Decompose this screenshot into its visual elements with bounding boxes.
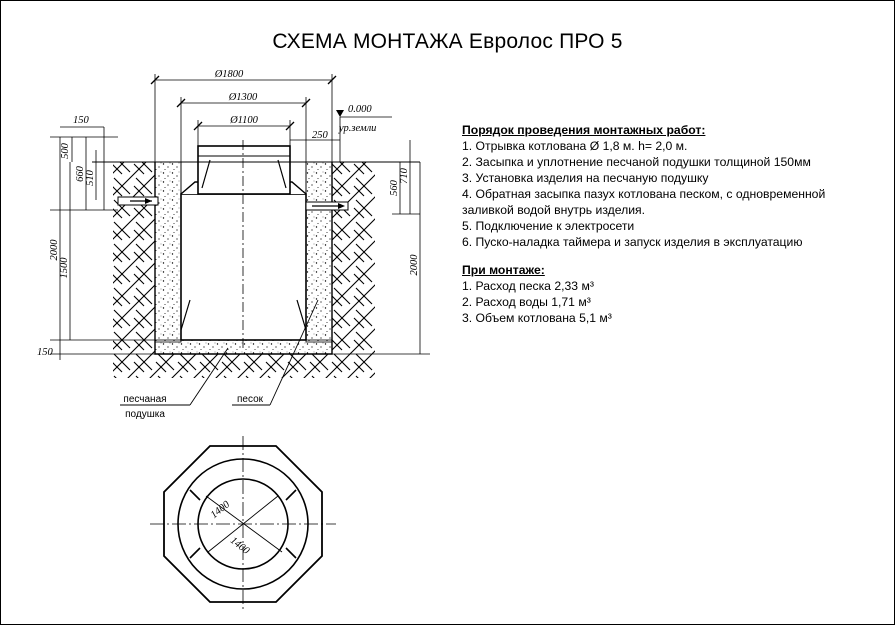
dim-1400-b: 1400	[228, 535, 252, 557]
dim-500: 500	[60, 142, 71, 159]
dim-d1100: Ø1100	[229, 115, 259, 126]
inlet-pipe	[117, 196, 159, 206]
mounting-notes: При монтаже: 1. Расход песка 2,33 м³ 2. …	[462, 262, 612, 326]
step-item: заливкой водой внутрь изделия.	[462, 203, 646, 217]
label-leaders	[120, 299, 319, 406]
dim-510: 510	[85, 169, 96, 186]
dim-660: 660	[75, 165, 86, 182]
label-sand-cushion-2: подушка	[125, 409, 165, 420]
dim-150-bottom: 150	[37, 347, 54, 358]
dim-560: 560	[389, 179, 400, 196]
tick-marks	[150, 75, 337, 131]
level-mark	[336, 110, 344, 117]
step-item: 1. Отрывка котлована Ø 1,8 м. h= 2,0 м.	[462, 139, 688, 153]
outlet-pipe	[305, 201, 349, 211]
dim-2000-left: 2000	[49, 239, 60, 261]
dim-1400-a: 1400	[209, 499, 233, 521]
dim-d1800: Ø1800	[214, 69, 244, 80]
steps-heading: Порядок проведения монтажных работ:	[462, 123, 706, 137]
dim-1500: 1500	[59, 257, 70, 279]
installation-steps: Порядок проведения монтажных работ: 1. О…	[462, 122, 825, 250]
dim-250: 250	[312, 130, 329, 141]
step-item: 3. Установка изделия на песчаную подушку	[462, 171, 709, 185]
dim-ground-level: ур.земли	[338, 123, 376, 134]
mount-heading: При монтаже:	[462, 263, 545, 277]
mount-item: 3. Объем котлована 5,1 м³	[462, 311, 612, 325]
dim-710: 710	[399, 167, 410, 184]
plan-view	[150, 436, 336, 612]
dim-level-zero: 0.000	[348, 104, 372, 115]
left-dimensions	[50, 136, 155, 360]
drawing-title: СХЕМА МОНТАЖА Евролос ПРО 5	[272, 30, 623, 53]
dim-150-top: 150	[73, 115, 90, 126]
step-item: 6. Пуско-наладка таймера и запуск издели…	[462, 235, 803, 249]
right-dimensions	[332, 140, 430, 355]
top-dimensions	[60, 74, 392, 210]
dim-2000-right: 2000	[409, 254, 420, 276]
pit-outline	[154, 162, 333, 355]
mount-item: 2. Расход воды 1,71 м³	[462, 295, 591, 309]
step-item: 5. Подключение к электросети	[462, 219, 635, 233]
step-item: 4. Обратная засыпка пазух котлована песк…	[462, 187, 826, 201]
dim-d1300: Ø1300	[228, 92, 258, 103]
mount-item: 1. Расход песка 2,33 м³	[462, 279, 594, 293]
step-item: 2. Засыпка и уплотнение песчаной подушки…	[462, 155, 811, 169]
tank-body	[180, 140, 307, 350]
label-sand-cushion-1: песчаная	[123, 394, 166, 405]
label-sand: песок	[237, 394, 264, 405]
